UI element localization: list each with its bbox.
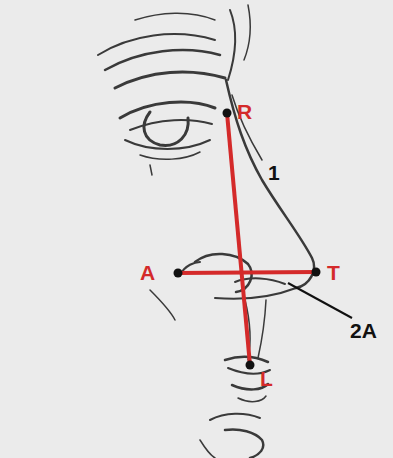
point-label: R	[237, 101, 252, 122]
point-label: L	[260, 368, 273, 389]
point-marker	[223, 109, 232, 118]
callout-number: 2A	[350, 320, 377, 341]
leader-line	[288, 283, 352, 318]
measure-line	[227, 113, 250, 365]
point-marker	[246, 361, 255, 370]
sketch-strokes	[98, 5, 314, 458]
callout-number: 1	[268, 162, 280, 183]
point-marker	[174, 269, 183, 278]
measure-line	[178, 272, 316, 273]
point-label: T	[327, 262, 340, 283]
point-label: A	[140, 262, 155, 283]
point-marker	[312, 268, 321, 277]
